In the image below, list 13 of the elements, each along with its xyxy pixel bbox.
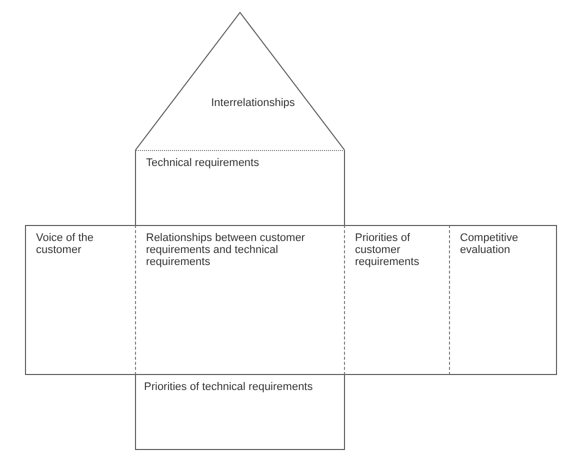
matrix-section [135,375,345,450]
section-label: Priorities of technical requirements [144,381,314,393]
matrix-section [135,150,345,225]
matrix-section [450,225,557,375]
section-label: Technical requirements [146,157,260,169]
section-label: Competitive evaluation [460,232,520,256]
section-label: Interrelationships [210,97,296,109]
matrix-section [25,225,135,375]
matrix-section [135,225,345,375]
matrix-section [345,225,450,375]
section-label: Priorities of customer requirements [355,232,420,268]
section-label: Voice of the customer [36,232,94,256]
section-label: Relationships between customer requirements and technical requirements [146,232,306,268]
